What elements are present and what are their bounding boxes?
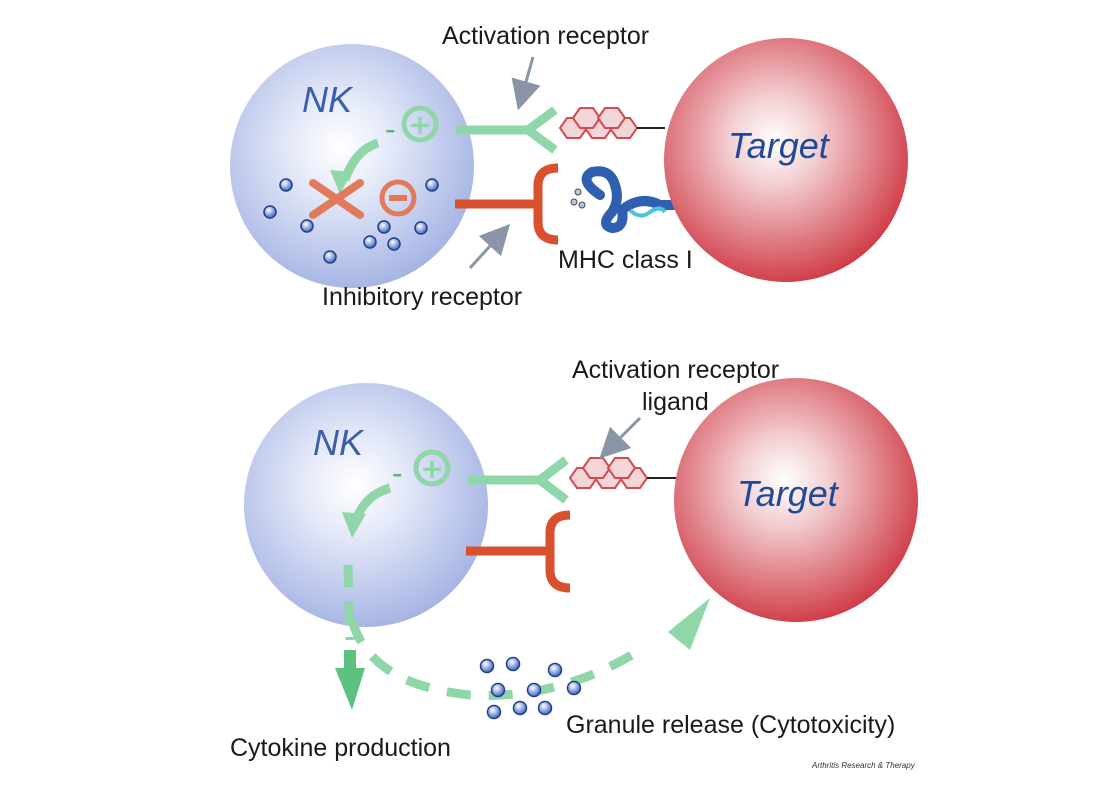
inhibition-minus-icon xyxy=(379,179,417,217)
granule xyxy=(363,235,377,249)
activation-plus-icon-bottom xyxy=(413,449,451,487)
granules-top xyxy=(263,178,439,264)
cytokine-pathway xyxy=(343,564,355,641)
signal-arrowhead-bottom xyxy=(342,512,366,538)
cytokine-arrow-stem xyxy=(344,650,356,670)
mhc-class-i-molecule xyxy=(570,166,690,234)
cytokine-arrowhead xyxy=(335,668,365,710)
granule-pathway xyxy=(347,618,643,700)
granule xyxy=(547,662,563,678)
target-cell-bottom xyxy=(674,378,918,622)
ligand-label-line1: Activation receptor xyxy=(572,356,779,384)
granule xyxy=(566,680,582,696)
inhibitory-receptor-bottom xyxy=(466,510,571,593)
dash-sign-top: - xyxy=(385,111,396,147)
target-cell-top xyxy=(664,38,908,282)
granule xyxy=(490,682,506,698)
activation-receptor-top xyxy=(456,106,558,154)
granule-release-label: Granule release (Cytotoxicity) xyxy=(566,711,895,739)
mhc-class-i-label: MHC class I xyxy=(558,246,693,274)
ligand-label-line2: ligand xyxy=(642,388,709,416)
bottom-panel: NK - + Target Activation receptor liga xyxy=(230,356,918,762)
ligand-chain-bottom xyxy=(568,457,649,489)
inhibition-x-icon xyxy=(309,179,364,219)
inhibitory-pointer-arrow xyxy=(468,223,511,270)
minus-sign-top xyxy=(389,195,407,201)
granule xyxy=(263,205,277,219)
inhibitory-receptor-top xyxy=(455,163,559,245)
granule xyxy=(479,658,495,674)
granule xyxy=(505,656,521,672)
inhibitory-receptor-label: Inhibitory receptor xyxy=(322,283,522,311)
plus-sign-top: + xyxy=(408,108,431,141)
granule xyxy=(526,682,542,698)
ligand-pointer-arrow xyxy=(599,416,642,459)
activation-receptor-label: Activation receptor xyxy=(442,22,649,50)
granule xyxy=(537,700,553,716)
granule xyxy=(323,250,337,264)
granule xyxy=(512,700,528,716)
granule-arrowhead xyxy=(668,598,710,650)
granule xyxy=(414,221,428,235)
granule xyxy=(486,704,502,720)
granule xyxy=(387,237,401,251)
nk-label-top: NK xyxy=(302,79,354,120)
granule xyxy=(377,220,391,234)
granules-released xyxy=(479,656,582,720)
activation-receptor-bottom xyxy=(468,456,569,504)
target-label-bottom: Target xyxy=(737,473,840,514)
activation-pointer-arrow xyxy=(511,56,541,111)
cytokine-production-label: Cytokine production xyxy=(230,734,451,762)
target-label-top: Target xyxy=(728,125,831,166)
granule xyxy=(425,178,439,192)
journal-credit: Arthritis Research & Therapy xyxy=(811,761,916,770)
signal-arrowhead-top xyxy=(330,170,352,194)
plus-sign-bottom: + xyxy=(420,452,443,485)
granule xyxy=(300,219,314,233)
nk-label-bottom: NK xyxy=(313,422,365,463)
dash-sign-bottom: - xyxy=(392,455,403,491)
ligand-chain-top xyxy=(558,107,639,139)
top-panel: NK - + xyxy=(230,22,908,311)
activation-plus-icon-top xyxy=(401,105,439,143)
granule xyxy=(279,178,293,192)
